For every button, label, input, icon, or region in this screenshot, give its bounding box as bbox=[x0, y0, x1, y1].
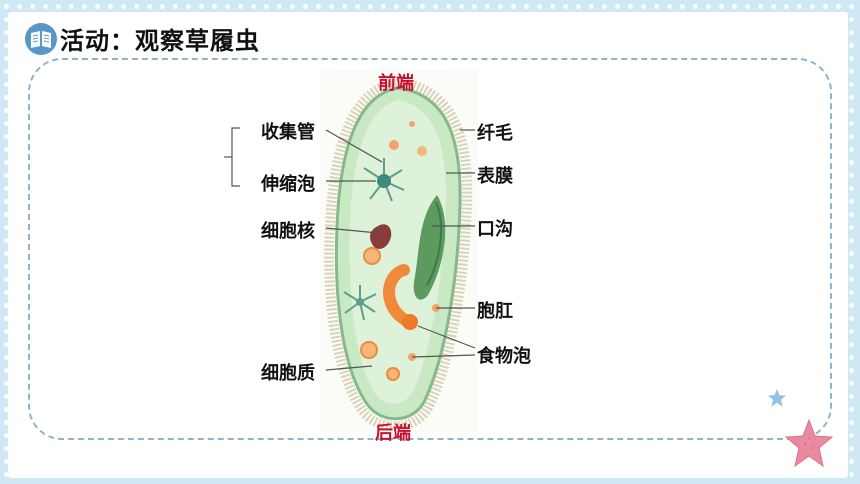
label-cilia: 纤毛 bbox=[477, 123, 513, 144]
page-title: 活动：观察草履虫 bbox=[60, 27, 260, 55]
label-oral-groove: 口沟 bbox=[477, 219, 513, 240]
dashed-frame bbox=[28, 58, 832, 440]
label-anal-pore: 胞肛 bbox=[477, 301, 513, 322]
book-icon bbox=[25, 23, 57, 55]
label-pellicle: 表膜 bbox=[477, 166, 513, 187]
label-contractile-vacuole: 伸缩泡 bbox=[261, 174, 315, 195]
label-food-vacuole: 食物泡 bbox=[477, 346, 531, 367]
star-icon bbox=[768, 389, 786, 407]
back-label: 后端 bbox=[375, 423, 411, 444]
label-cytoplasm: 细胞质 bbox=[261, 363, 315, 384]
star-icon bbox=[784, 418, 834, 468]
label-nucleus: 细胞核 bbox=[261, 221, 315, 242]
label-collecting-canal: 收集管 bbox=[261, 122, 315, 143]
front-label: 前端 bbox=[378, 73, 414, 94]
